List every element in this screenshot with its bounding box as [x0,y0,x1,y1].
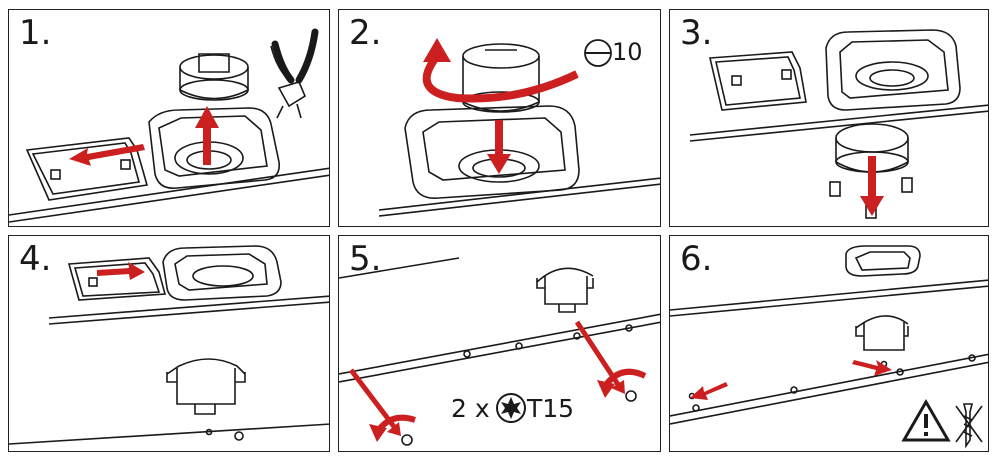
no-screw-icon [955,403,983,449]
step-1-illustration [9,28,329,223]
step-6-illustration [670,245,988,449]
pull-down-arrow-icon [860,156,884,216]
step-3-number: 3. [680,13,713,53]
step-6-panel: 6. [669,235,989,452]
step-2-illustration [378,38,660,217]
step-4-illustration [9,245,329,445]
step-1-panel: 1. [8,9,330,227]
warning-triangle-icon [901,399,951,442]
screw-count-label: 2 x [451,394,490,423]
step-5-illustration [339,257,660,446]
step-6-number: 6. [680,239,713,279]
small-arrow-icon [690,360,892,400]
step-2-panel: 2. [338,9,661,227]
push-down-arrow-icon [487,120,511,174]
torx-icon [496,393,526,423]
step-1-number: 1. [19,13,52,53]
step-4-panel: 4. [8,235,330,452]
step-5-panel: 5. [338,235,661,452]
step-3-illustration [689,29,988,219]
slide-right-arrow-icon [97,262,145,280]
wrench-size-label: 10 [612,38,643,66]
step-4-number: 4. [19,239,52,279]
flathead-screwdriver-icon [584,39,612,67]
step-3-panel: 3. [669,9,989,227]
rotate-arrow-icon [422,38,579,103]
screwdriver-arrow-icon [349,320,647,446]
step-5-number: 5. [349,239,382,279]
step-2-number: 2. [349,13,382,53]
torx-size-label: T15 [527,394,575,423]
